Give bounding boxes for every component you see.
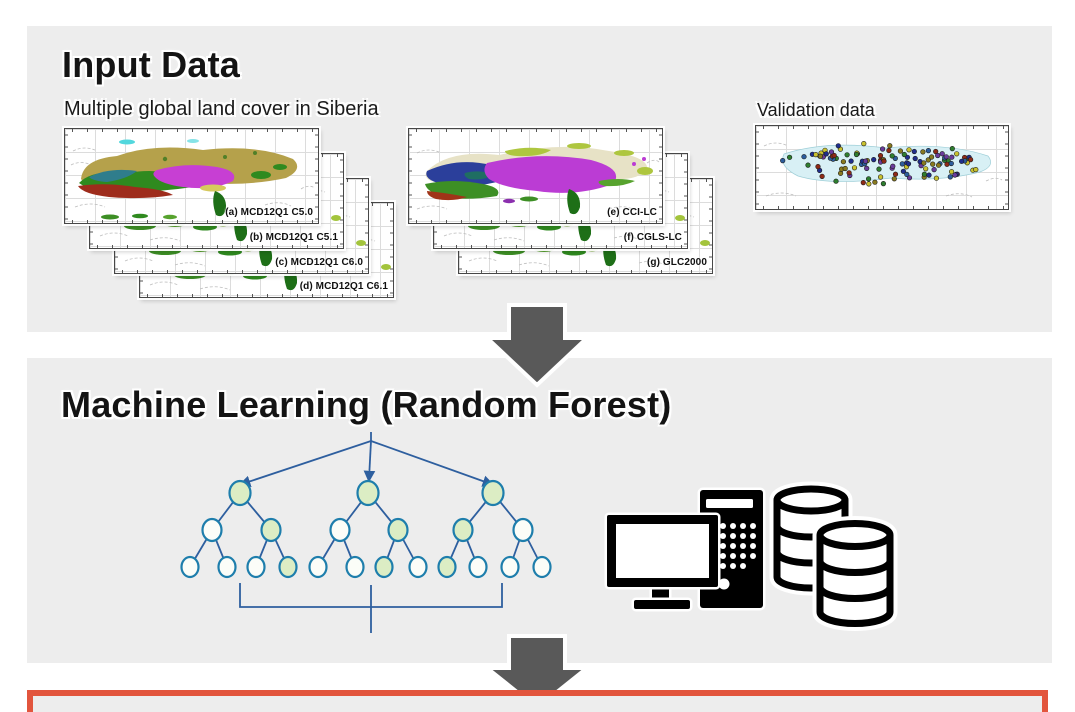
map-label-f: (f) CGLS-LC (623, 232, 682, 243)
tree-root-node (228, 479, 252, 507)
tree-leaf (500, 555, 520, 579)
tree-leaf (468, 555, 488, 579)
tree-node (201, 517, 223, 543)
tree-leaf (308, 555, 328, 579)
tree-root-node (481, 479, 505, 507)
map-label-c: (c) MCD12Q1 C6.0 (275, 257, 363, 268)
tree-leaf (345, 555, 365, 579)
map-label-g: (g) GLC2000 (646, 257, 707, 268)
input-data-subtitle: Multiple global land cover in Siberia (64, 98, 379, 120)
tree-leaf (278, 555, 298, 579)
land-cover-map-cci-lc (409, 129, 662, 223)
tree-leaf (437, 555, 457, 579)
tree-leaf (180, 555, 200, 579)
tree-node (387, 517, 409, 543)
map-label-b: (b) MCD12Q1 C5.1 (249, 232, 338, 243)
desktop-monitor-icon (604, 512, 721, 612)
tree-root-node (356, 479, 380, 507)
down-arrow-icon (481, 303, 593, 388)
database-icon-front (812, 516, 898, 631)
map-label-e: (e) CCI-LC (607, 207, 657, 218)
map-panel-cci-lc: (e) CCI-LC (408, 128, 663, 224)
validation-data-title: Validation data (757, 100, 875, 120)
map-panel-mcd12q1-c50: (a) MCD12Q1 C5.0 (64, 128, 319, 224)
tree-nodes (180, 479, 552, 579)
map-label-a: (a) MCD12Q1 C5.0 (225, 207, 313, 218)
result-section-box (27, 690, 1048, 712)
tree-node (512, 517, 534, 543)
tree-leaf (374, 555, 394, 579)
down-arrow-icon (482, 634, 593, 711)
tree-leaf (532, 555, 552, 579)
input-data-title: Input Data (62, 44, 240, 85)
tree-leaf (217, 555, 237, 579)
tree-node (329, 517, 351, 543)
tree-edges (189, 432, 543, 633)
tree-leaf (246, 555, 266, 579)
input-data-section: Input Data Multiple global land cover in… (27, 26, 1052, 332)
validation-points-map (756, 126, 1008, 209)
random-forest-tree-diagram (180, 432, 552, 633)
land-cover-map-mcd12q1 (65, 129, 318, 223)
machine-learning-section: Machine Learning (Random Forest) (27, 358, 1052, 663)
tree-node (260, 517, 282, 543)
map-label-d: (d) MCD12Q1 C6.1 (299, 281, 388, 292)
validation-dots (780, 141, 979, 187)
tree-leaf (408, 555, 428, 579)
validation-map-panel (755, 125, 1009, 210)
tree-node (452, 517, 474, 543)
ml-title: Machine Learning (Random Forest) (61, 384, 672, 425)
computing-icons (604, 481, 898, 631)
